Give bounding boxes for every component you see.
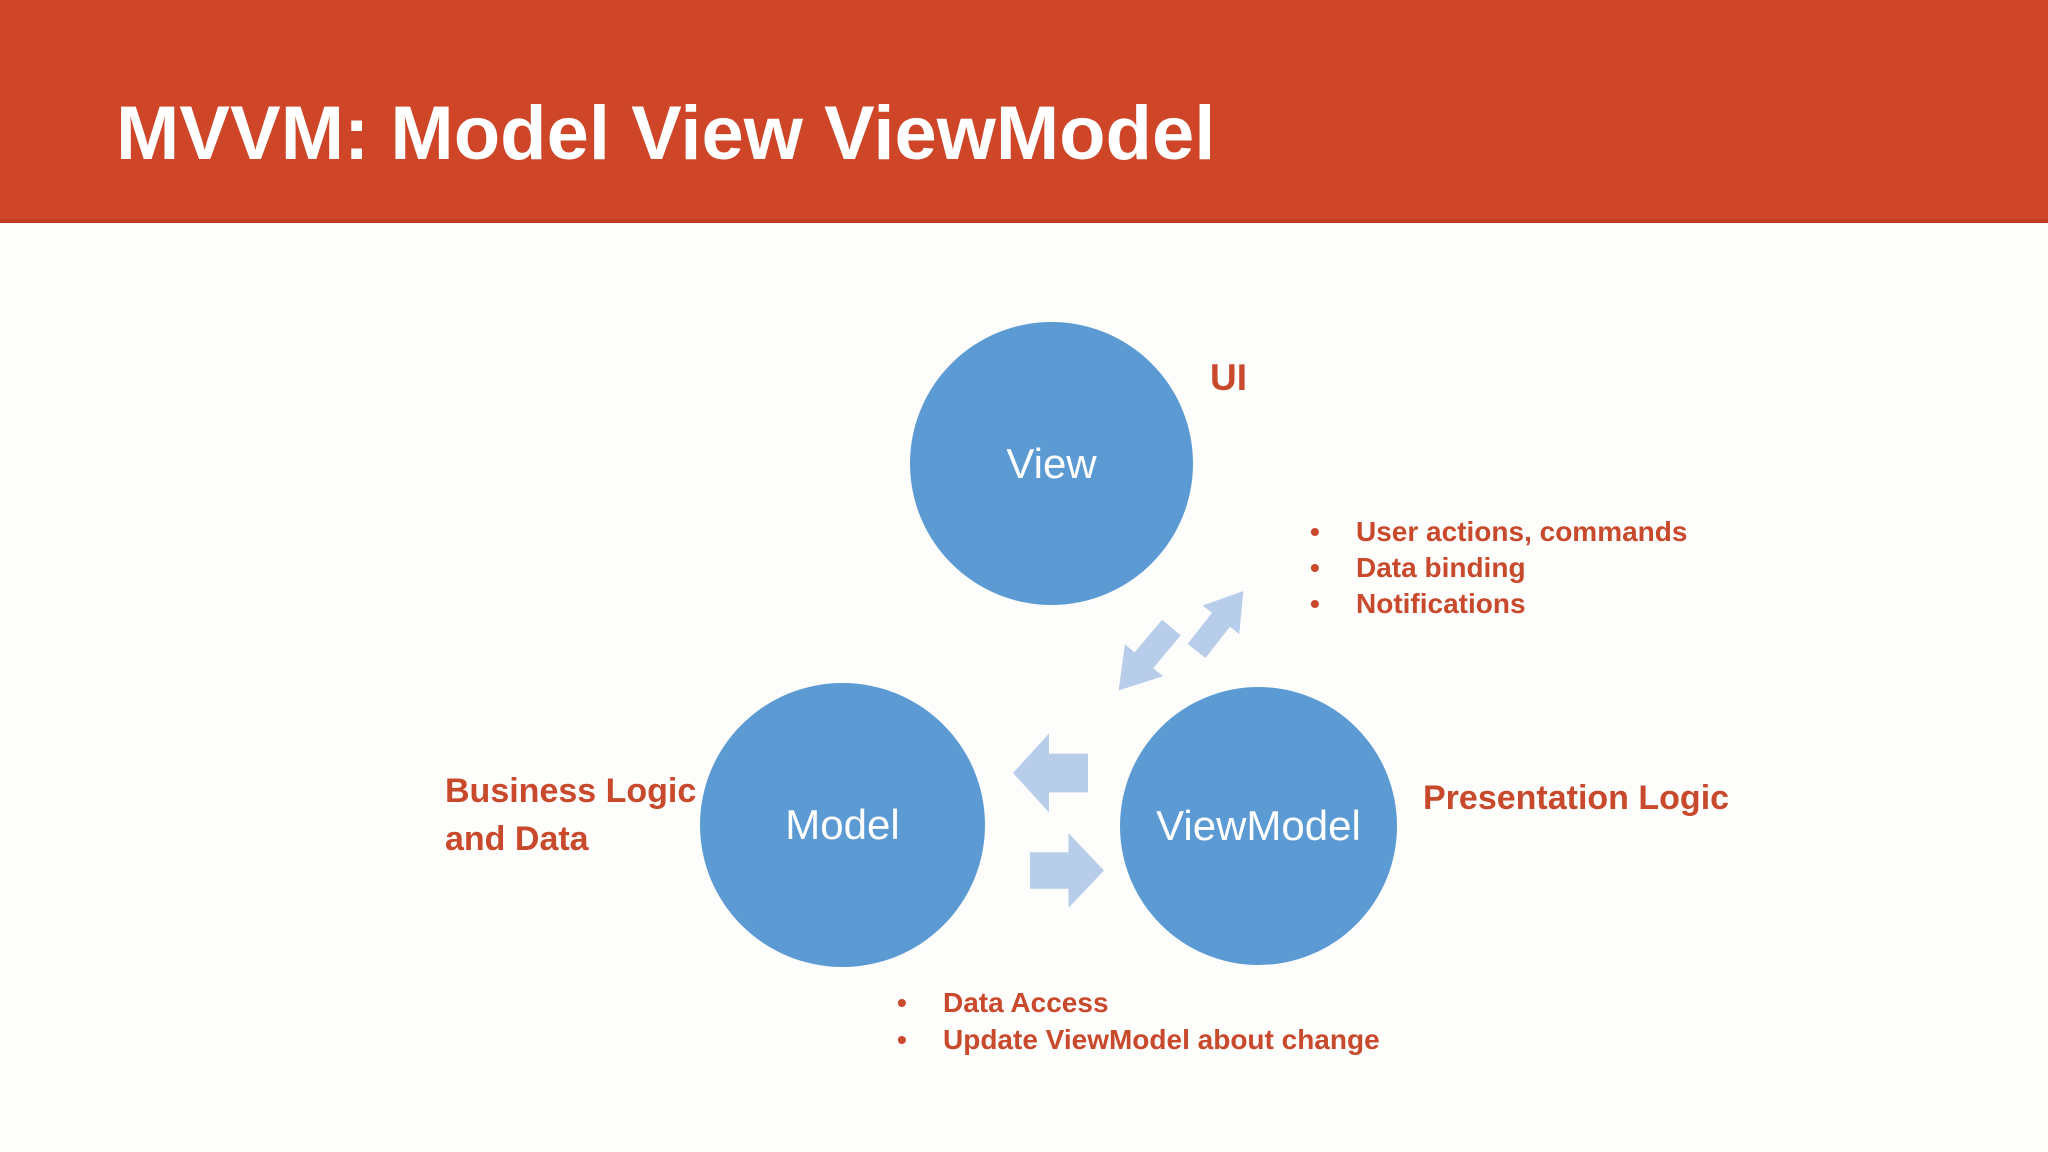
node-viewmodel: ViewModel — [1120, 687, 1397, 965]
list-item: Notifications — [1306, 586, 1687, 622]
list-item: User actions, commands — [1306, 514, 1687, 550]
list-item: Data Access — [893, 984, 1380, 1021]
annotation-business-logic: Business Logic and Data — [445, 772, 697, 858]
left-block-arrow-icon — [1013, 733, 1088, 813]
node-viewmodel-label: ViewModel — [1156, 802, 1361, 849]
annotation-ui: UI — [1210, 357, 1247, 398]
right-block-arrow-icon — [1030, 833, 1104, 908]
node-model-label: Model — [785, 801, 900, 848]
node-view-label: View — [1006, 439, 1097, 487]
list-item: Update ViewModel about change — [893, 1021, 1380, 1058]
node-view: View — [910, 322, 1193, 605]
annotation-presentation-logic: Presentation Logic — [1423, 779, 1730, 817]
up-right-block-arrow-icon — [1187, 591, 1244, 658]
model-viewmodel-notes-list: Data Access Update ViewModel about chang… — [893, 984, 1380, 1058]
title-bar: MVVM: Model View ViewModel — [0, 0, 2048, 223]
down-left-block-arrow-icon — [1118, 619, 1181, 691]
view-viewmodel-notes-list: User actions, commands Data binding Noti… — [1306, 514, 1687, 622]
slide-title: MVVM: Model View ViewModel — [116, 91, 1216, 176]
node-model: Model — [700, 683, 985, 967]
list-item: Data binding — [1306, 550, 1687, 586]
